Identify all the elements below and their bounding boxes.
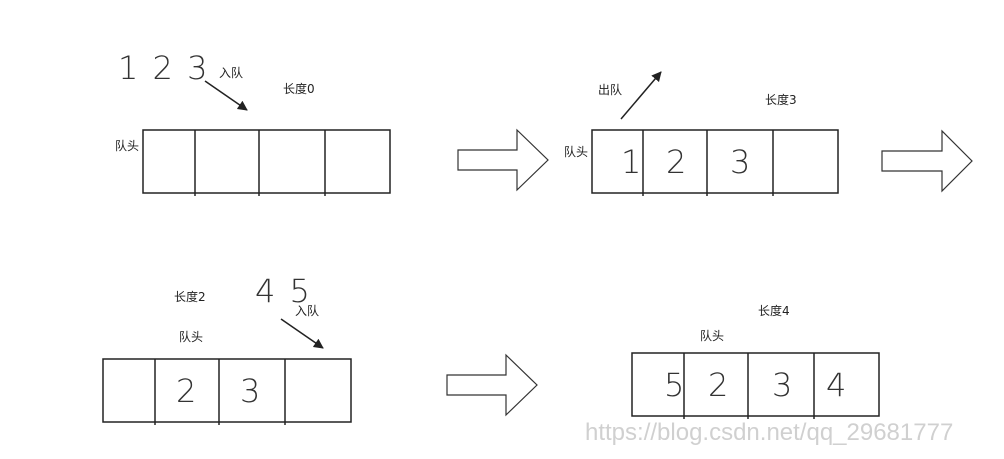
- dequeue-label: 出队: [598, 83, 623, 97]
- queue-cell-value: 4: [826, 366, 847, 404]
- queue-head-label-1: 队头: [115, 139, 140, 153]
- queue-head-label-4: 队头: [700, 329, 725, 343]
- queue-cell-value: 3: [730, 143, 751, 181]
- transition-arrow-1: [457, 128, 549, 192]
- length-label-2: 长度3: [765, 93, 797, 107]
- dequeue-arrow: [620, 71, 662, 120]
- length-label-4: 长度4: [758, 304, 790, 318]
- queue-box-3: [102, 358, 352, 425]
- enqueue-items-1: 1 2 3: [118, 49, 210, 87]
- transition-arrow-2: [881, 129, 973, 193]
- queue-box-2: [591, 129, 839, 196]
- length-label-1: 长度0: [283, 82, 315, 96]
- enqueue-arrow-2: [280, 318, 324, 349]
- enqueue-items-2: 4 5: [255, 272, 312, 310]
- watermark: https://blog.csdn.net/qq_29681777: [585, 419, 954, 446]
- queue-cell-value: 2: [176, 372, 197, 410]
- queue-cell-value: 3: [772, 366, 793, 404]
- queue-box-4: [631, 352, 880, 419]
- transition-arrow-3: [446, 353, 538, 417]
- queue-box-1: [142, 129, 391, 196]
- queue-cell-value: 1: [621, 143, 642, 181]
- queue-cell-value: 2: [666, 143, 687, 181]
- queue-cell-value: 2: [708, 366, 729, 404]
- enqueue-label-1: 入队: [219, 66, 244, 80]
- enqueue-arrow-1: [204, 80, 248, 111]
- length-label-3: 长度2: [174, 290, 206, 304]
- queue-head-label-2: 队头: [564, 145, 589, 159]
- queue-cell-value: 5: [664, 366, 685, 404]
- enqueue-label-2: 入队: [295, 304, 320, 318]
- queue-head-label-3: 队头: [179, 330, 204, 344]
- queue-cell-value: 3: [240, 372, 261, 410]
